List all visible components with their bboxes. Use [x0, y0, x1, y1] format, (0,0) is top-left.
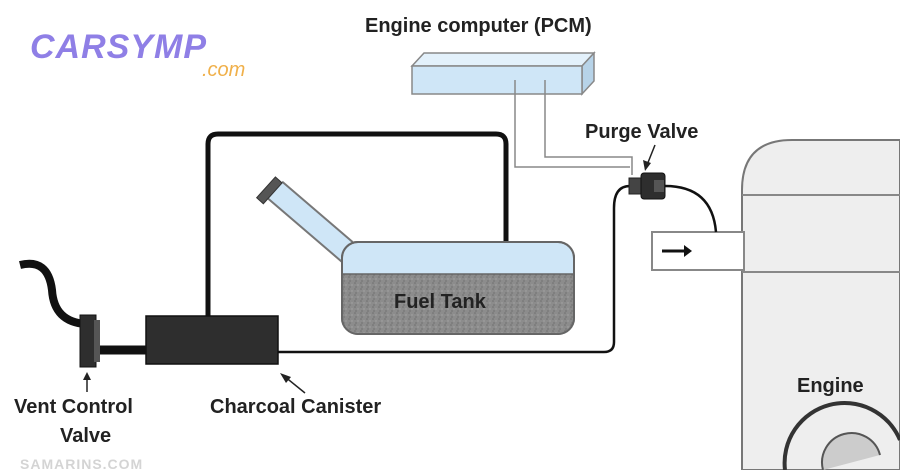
- purge-valve: [628, 172, 666, 200]
- watermark: SAMARINS.COM: [20, 456, 144, 472]
- carsymp-logo: CARSYMP .com: [30, 30, 290, 90]
- pcm-wire-2: [544, 80, 633, 175]
- purge-valve-pointer: [643, 144, 656, 171]
- purge-line: [278, 184, 631, 354]
- vent-valve-pointer: [83, 372, 91, 392]
- intake-duct: [651, 231, 745, 271]
- pcm-label: Engine computer (PCM): [365, 15, 592, 37]
- pcm-box: [410, 51, 596, 96]
- vent-control-valve-label-line2: Valve: [60, 425, 112, 447]
- charcoal-canister: [145, 315, 279, 365]
- logo-main-text: CARSYMP: [30, 28, 208, 66]
- canister-pointer: [280, 373, 306, 394]
- vent-control-valve: [19, 259, 146, 368]
- charcoal-canister-label: Charcoal Canister: [210, 396, 382, 418]
- fuel-tank-label: Fuel Tank: [394, 291, 486, 313]
- fuel-cap: [255, 176, 283, 205]
- vapor-line-tank: [205, 131, 509, 318]
- fuel-tank: [255, 176, 575, 335]
- airflow-arrow-icon: [684, 245, 692, 257]
- pointer-arrow-icon: [83, 372, 91, 380]
- pointer-arrow-icon: [280, 373, 291, 383]
- engine-block: [741, 139, 900, 470]
- pointer-arrow-icon: [643, 160, 651, 171]
- pcm-wire-1: [514, 80, 630, 168]
- purge-valve-label: Purge Valve: [585, 121, 699, 143]
- engine-label: Engine: [797, 375, 864, 397]
- purge-hose-to-intake: [664, 184, 718, 233]
- vent-control-valve-label-line1: Vent Control: [14, 396, 133, 418]
- logo-sub-text: .com: [202, 59, 246, 81]
